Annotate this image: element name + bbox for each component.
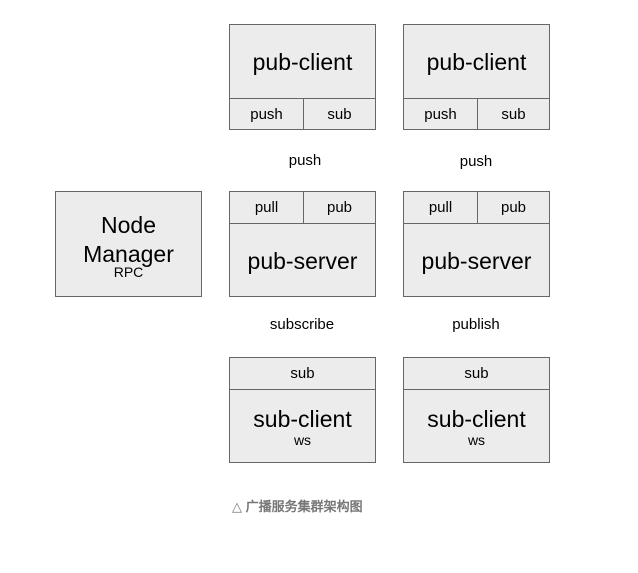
edge-label-publish: publish — [452, 316, 500, 333]
sub-client-title: sub-client — [427, 406, 526, 432]
port-separator — [477, 98, 478, 130]
port-divider — [404, 223, 549, 224]
port-divider — [404, 98, 549, 99]
node-manager-title-line1: Node — [101, 212, 156, 238]
port-sub: sub — [290, 365, 315, 382]
port-push: push — [424, 106, 457, 123]
sub-client-box-1: sub sub-client ws — [229, 357, 376, 463]
pub-client-title: pub-client — [252, 49, 353, 75]
edge-label-push: push — [459, 153, 493, 170]
port-sub: sub — [501, 106, 526, 123]
port-pub: pub — [500, 199, 527, 216]
port-separator — [477, 192, 478, 223]
edge-label-subscribe: subscribe — [269, 316, 335, 333]
port-pull: pull — [254, 199, 279, 216]
pub-server-box-1: pull pub pub-server — [229, 191, 376, 297]
sub-client-box-2: sub sub-client ws — [403, 357, 550, 463]
port-sub: sub — [327, 106, 352, 123]
pub-server-title: pub-server — [421, 248, 532, 274]
pub-client-box-2: pub-client push sub — [403, 24, 550, 130]
port-divider — [404, 389, 549, 390]
port-sub: sub — [464, 365, 489, 382]
sub-client-subtitle: ws — [293, 432, 312, 448]
figure-caption: △ 广播服务集群架构图 — [232, 499, 363, 514]
port-divider — [230, 389, 375, 390]
pub-client-box-1: pub-client push sub — [229, 24, 376, 130]
edge-label-push: push — [288, 152, 322, 169]
port-separator — [303, 192, 304, 223]
sub-client-subtitle: ws — [467, 432, 486, 448]
port-push: push — [250, 106, 283, 123]
pub-client-title: pub-client — [426, 49, 527, 75]
node-manager-subtitle: RPC — [113, 264, 144, 280]
node-manager-box: Node Manager RPC — [55, 191, 202, 297]
pub-server-title: pub-server — [247, 248, 358, 274]
port-divider — [230, 223, 375, 224]
port-separator — [303, 98, 304, 130]
node-manager-title-line2: Manager — [83, 241, 174, 267]
port-pub: pub — [326, 199, 353, 216]
pub-server-box-2: pull pub pub-server — [403, 191, 550, 297]
port-pull: pull — [428, 199, 453, 216]
port-divider — [230, 98, 375, 99]
sub-client-title: sub-client — [253, 406, 352, 432]
